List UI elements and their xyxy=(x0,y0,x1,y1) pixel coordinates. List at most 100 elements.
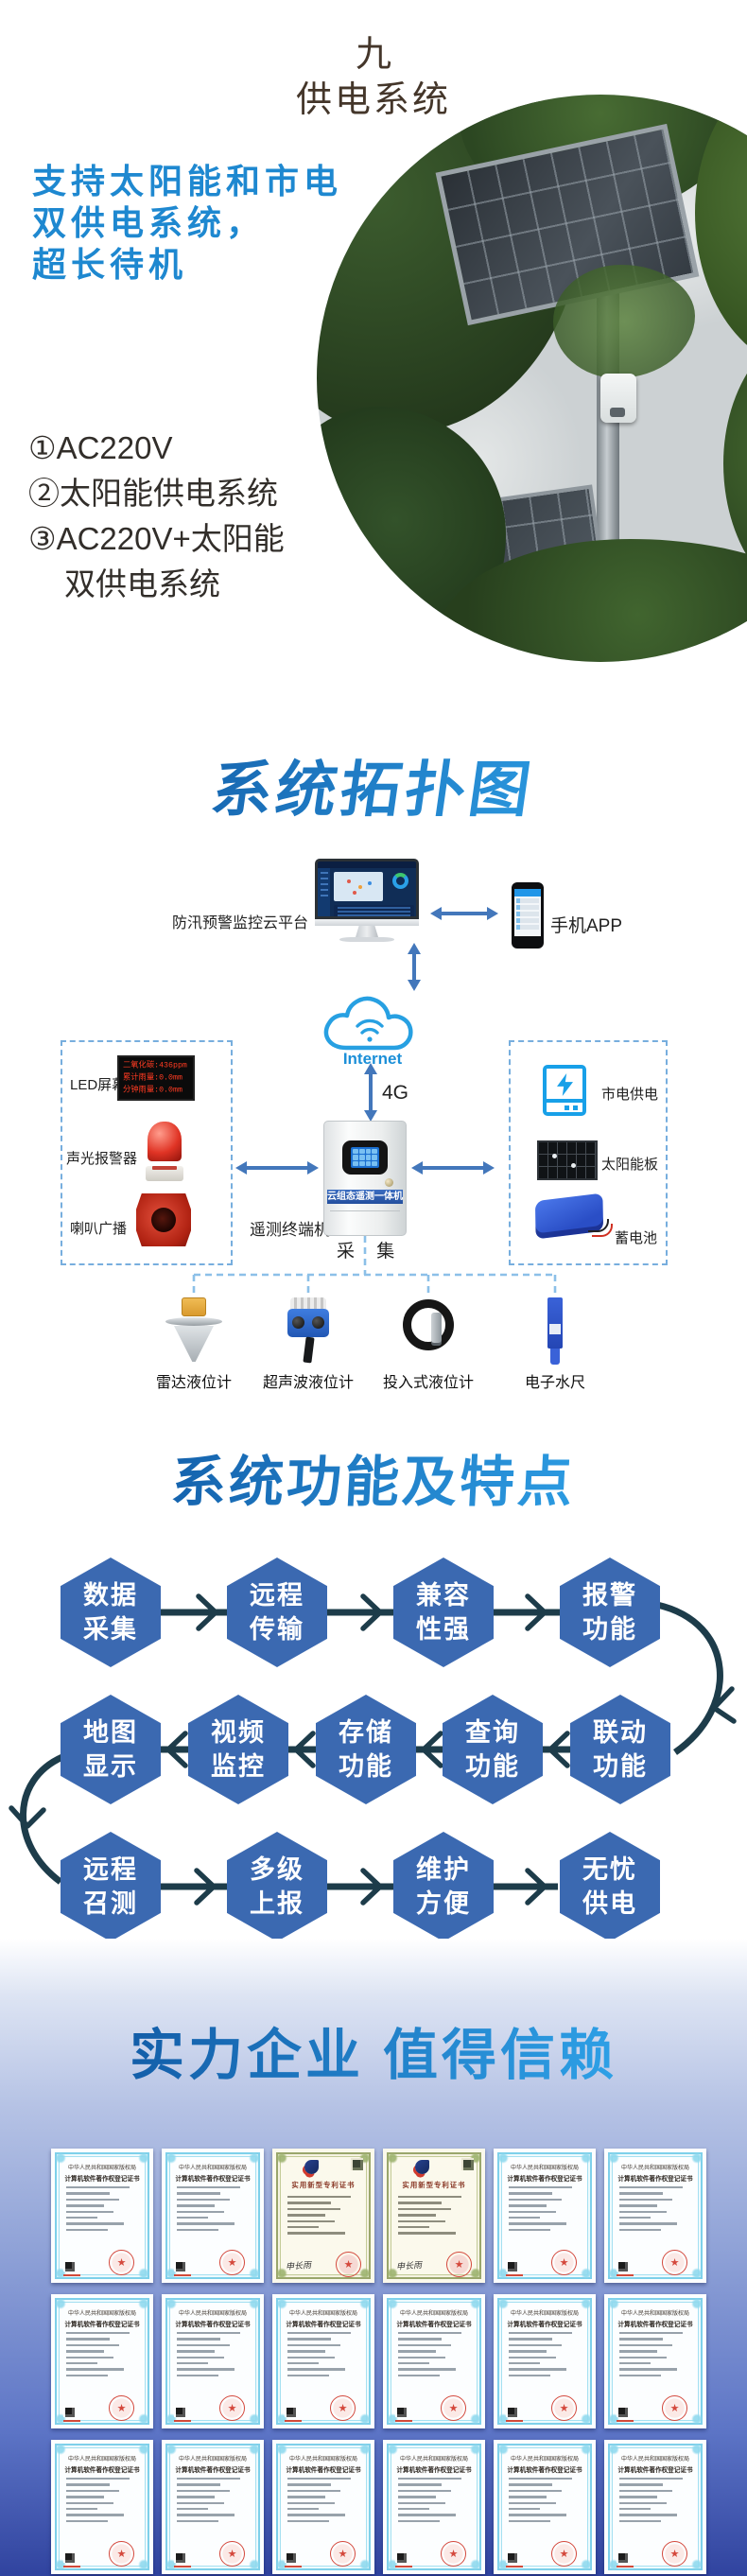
camera-device xyxy=(600,374,636,423)
internet-cloud-icon xyxy=(323,996,413,1051)
red-seal-icon: ★ xyxy=(551,2250,577,2275)
certificate-border xyxy=(387,2444,481,2570)
terminal-screen xyxy=(342,1140,388,1175)
certificate-authority: 中华人民共和国国家版权局 xyxy=(67,2311,136,2317)
donut-chart xyxy=(392,873,408,889)
certificate-authority: 中华人民共和国国家版权局 xyxy=(620,2166,689,2171)
certificate-border xyxy=(276,2152,371,2279)
certificate-title: 计算机软件著作权登记证书 xyxy=(286,2467,361,2474)
certificate-authority: 中华人民共和国国家版权局 xyxy=(178,2311,247,2317)
certificate-software-copyright: 中华人民共和国国家版权局 计算机软件著作权登记证书 ★ xyxy=(51,2440,153,2574)
qr-code-icon xyxy=(617,2260,628,2271)
red-seal-icon: ★ xyxy=(109,2541,134,2567)
certificate-authority: 中华人民共和国国家版权局 xyxy=(178,2457,247,2463)
submersible-level-gauge-icon xyxy=(403,1297,460,1364)
signature: 申长雨 xyxy=(285,2260,312,2271)
list-item: ②太阳能供电系统 xyxy=(28,476,278,511)
mains-label: 市电供电 xyxy=(601,1087,659,1103)
signature: 申长雨 xyxy=(395,2260,423,2271)
features-title: 系统功能及特点 xyxy=(0,1437,747,1517)
red-seal-icon: ★ xyxy=(441,2395,466,2421)
qr-code-icon xyxy=(617,2406,628,2417)
led-line: 分钟雨量:0.0mm xyxy=(123,1085,182,1095)
led-line: 二氧化碳:436ppm xyxy=(123,1060,187,1070)
cloud-platform-monitor xyxy=(315,859,419,948)
certificate-number xyxy=(617,2419,634,2422)
certificate-border xyxy=(165,2298,260,2425)
certificate-text-lines xyxy=(509,2332,581,2380)
certificate-row: 中华人民共和国国家版权局 计算机软件著作权登记证书 ★ 中华人民共和国国家版权局… xyxy=(51,2294,706,2428)
certificate-title: 实用新型专利证书 xyxy=(291,2181,356,2189)
certificate-number xyxy=(174,2419,191,2422)
certificate-border xyxy=(608,2444,703,2570)
certificate-title: 计算机软件著作权登记证书 xyxy=(64,2176,140,2183)
certificate-authority: 中华人民共和国国家版权局 xyxy=(399,2457,468,2463)
wifi-icon xyxy=(356,1018,384,1042)
certificate-title: 计算机软件著作权登记证书 xyxy=(286,2322,361,2328)
certificate-utility-patent: 实用新型专利证书 申长雨 ★ xyxy=(272,2149,374,2283)
certificate-title: 计算机软件著作权登记证书 xyxy=(175,2467,251,2474)
certificate-border xyxy=(387,2298,481,2425)
qr-code-icon xyxy=(63,2406,75,2417)
certificate-title: 计算机软件著作权登记证书 xyxy=(64,2322,140,2328)
certificate-title: 计算机软件著作权登记证书 xyxy=(507,2176,582,2183)
electronic-water-ruler-icon xyxy=(541,1297,569,1369)
certificate-title: 计算机软件著作权登记证书 xyxy=(617,2322,693,2328)
co2-led-display: 二氧化碳:436ppm 累计雨量:0.0mm 分钟雨量:0.0mm xyxy=(117,1055,195,1101)
feature-hex-easy-maintenance: 维护 方便 xyxy=(393,1832,494,1941)
sensor-label: 超声波液位计 xyxy=(262,1375,354,1391)
qr-code-icon xyxy=(63,2551,75,2563)
map-widget xyxy=(334,872,383,901)
certificate-border xyxy=(608,2298,703,2425)
sensor-label: 电子水尺 xyxy=(524,1375,585,1391)
red-seal-icon: ★ xyxy=(109,2250,134,2275)
feature-hex-compatibility: 兼容 性强 xyxy=(393,1558,494,1667)
certificate-utility-patent: 实用新型专利证书 申长雨 ★ xyxy=(383,2149,485,2283)
certificate-text-lines xyxy=(177,2478,249,2526)
collect-label: 采 集 xyxy=(337,1242,404,1262)
led-screen-label: LED屏幕 xyxy=(70,1077,127,1093)
certificate-software-copyright: 中华人民共和国国家版权局 计算机软件著作权登记证书 ★ xyxy=(494,2149,596,2283)
certificate-text-lines xyxy=(177,2332,249,2380)
network-4g-label: 4G xyxy=(382,1082,409,1104)
certificate-title: 实用新型专利证书 xyxy=(402,2181,466,2189)
certificate-border xyxy=(165,2152,260,2279)
internet-label: Internet xyxy=(342,1050,403,1068)
certificate-authority: 中华人民共和国国家版权局 xyxy=(620,2457,689,2463)
certificate-software-copyright: 中华人民共和国国家版权局 计算机软件著作权登记证书 ★ xyxy=(604,2440,706,2574)
certificates-section: 中华人民共和国国家版权局 计算机软件著作权登记证书 ★ 中华人民共和国国家版权局… xyxy=(0,1939,747,2576)
qr-code-icon xyxy=(174,2406,185,2417)
certificate-software-copyright: 中华人民共和国国家版权局 计算机软件著作权登记证书 ★ xyxy=(604,2149,706,2283)
certificate-number xyxy=(395,2565,412,2567)
phone-app-label: 手机APP xyxy=(550,916,623,936)
certificate-border xyxy=(276,2444,371,2570)
battery-icon xyxy=(534,1192,613,1241)
slogan-line: 超长待机 xyxy=(32,245,188,284)
certificate-text-lines xyxy=(66,2332,138,2380)
speaker-label: 喇叭广播 xyxy=(70,1221,128,1237)
certificate-text-lines xyxy=(66,2478,138,2526)
red-seal-icon: ★ xyxy=(551,2541,577,2567)
qr-code-icon xyxy=(461,2158,474,2170)
certificate-title: 计算机软件著作权登记证书 xyxy=(396,2467,472,2474)
certificate-title: 计算机软件著作权登记证书 xyxy=(175,2322,251,2328)
certificate-software-copyright: 中华人民共和国国家版权局 计算机软件著作权登记证书 ★ xyxy=(494,2294,596,2428)
certificate-number xyxy=(285,2565,302,2567)
list-item: ①AC220V xyxy=(28,430,173,465)
red-seal-icon: ★ xyxy=(330,2395,356,2421)
certificate-text-lines xyxy=(398,2478,470,2526)
certificate-text-lines xyxy=(619,2332,691,2380)
certificate-software-copyright: 中华人民共和国国家版权局 计算机软件著作权登记证书 ★ xyxy=(51,2149,153,2283)
section-number: 九 xyxy=(355,35,391,75)
certificate-text-lines xyxy=(177,2186,249,2235)
certificate-authority: 中华人民共和国国家版权局 xyxy=(67,2457,136,2463)
certificate-number xyxy=(617,2565,634,2567)
certificate-title: 计算机软件著作权登记证书 xyxy=(64,2467,140,2474)
certificate-text-lines xyxy=(619,2478,691,2526)
certificates-title: 实力企业 值得信赖 xyxy=(0,2010,747,2090)
certificate-software-copyright: 中华人民共和国国家版权局 计算机软件著作权登记证书 ★ xyxy=(383,2294,485,2428)
certificate-number xyxy=(63,2273,80,2276)
feature-hex-storage: 存储 功能 xyxy=(316,1695,416,1804)
certificate-number xyxy=(395,2419,412,2422)
certificate-text-lines xyxy=(287,2196,359,2238)
